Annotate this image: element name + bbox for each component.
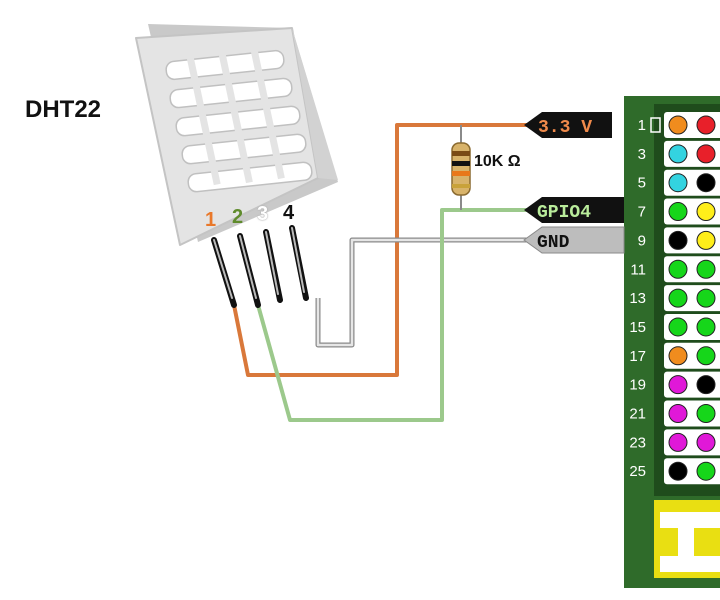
sensor-pin-1-label: 1 [205,209,217,231]
header-pin-13-right [696,288,716,308]
header-pin-19-left [668,375,688,395]
header-pin-19-right [696,375,716,395]
header-pin-23-right [696,432,716,452]
header-pin-25-left [668,461,688,481]
tag-3v3: 3.3 V [524,112,612,138]
wire-gnd [315,237,528,348]
header-pin-9-right [696,230,716,250]
header-pin-15-right [696,317,716,337]
header-pin-7-left [668,202,688,222]
header-pin-1-right [696,115,716,135]
header-pin-3-left [668,144,688,164]
pin-number-11: 11 [630,261,646,278]
pin-number-19: 19 [629,377,646,394]
resistor-10k [451,142,471,196]
header-pin-13-left [668,288,688,308]
pin1-marker [650,117,661,133]
sensor-title: DHT22 [25,96,102,123]
tag-gnd: GND [523,226,625,254]
header-connector-block [654,500,720,578]
pin-number-21: 21 [629,406,646,423]
pin-number-7: 7 [638,204,646,221]
sensor-pin-4-label: 4 [283,202,295,224]
header-pin-11-left [668,259,688,279]
sensor-pin-3-label: 3 [257,203,269,225]
header-pin-23-left [668,432,688,452]
header-pin-9-left [668,230,688,250]
wire-3v3 [232,123,528,377]
header-pin-17-right [696,346,716,366]
header-pin-17-left [668,346,688,366]
tag-gpio4: GPIO4 [524,197,624,223]
header-pin-5-left [668,173,688,193]
pin-number-5: 5 [638,175,646,192]
pin-number-17: 17 [629,348,646,365]
wire-gpio4 [256,208,528,422]
header-pin-3-right [696,144,716,164]
pin-number-13: 13 [629,290,646,307]
header-pin-5-right [696,173,716,193]
resistor-label: 10K Ω [474,153,521,170]
tag-gnd-text: GND [537,233,570,253]
header-pin-1-left [668,115,688,135]
dht22-sensor-body [135,24,338,246]
header-pin-11-right [696,259,716,279]
pin-number-23: 23 [629,434,646,451]
header-pin-21-left [668,404,688,423]
tag-3v3-text: 3.3 V [538,118,592,138]
header-pin-21-right [696,404,716,423]
header-pin-7-right [696,202,716,222]
sensor-legs [211,225,309,308]
pin-number-9: 9 [638,232,646,249]
pin-number-25: 25 [629,463,646,480]
pin-number-1: 1 [638,117,646,134]
pin-number-15: 15 [629,319,646,336]
tag-gpio4-text: GPIO4 [537,203,591,223]
header-pin-25-right [696,461,716,481]
pin-number-3: 3 [638,146,646,163]
header-pin-15-left [668,317,688,337]
sensor-pin-2-label: 2 [232,206,244,228]
